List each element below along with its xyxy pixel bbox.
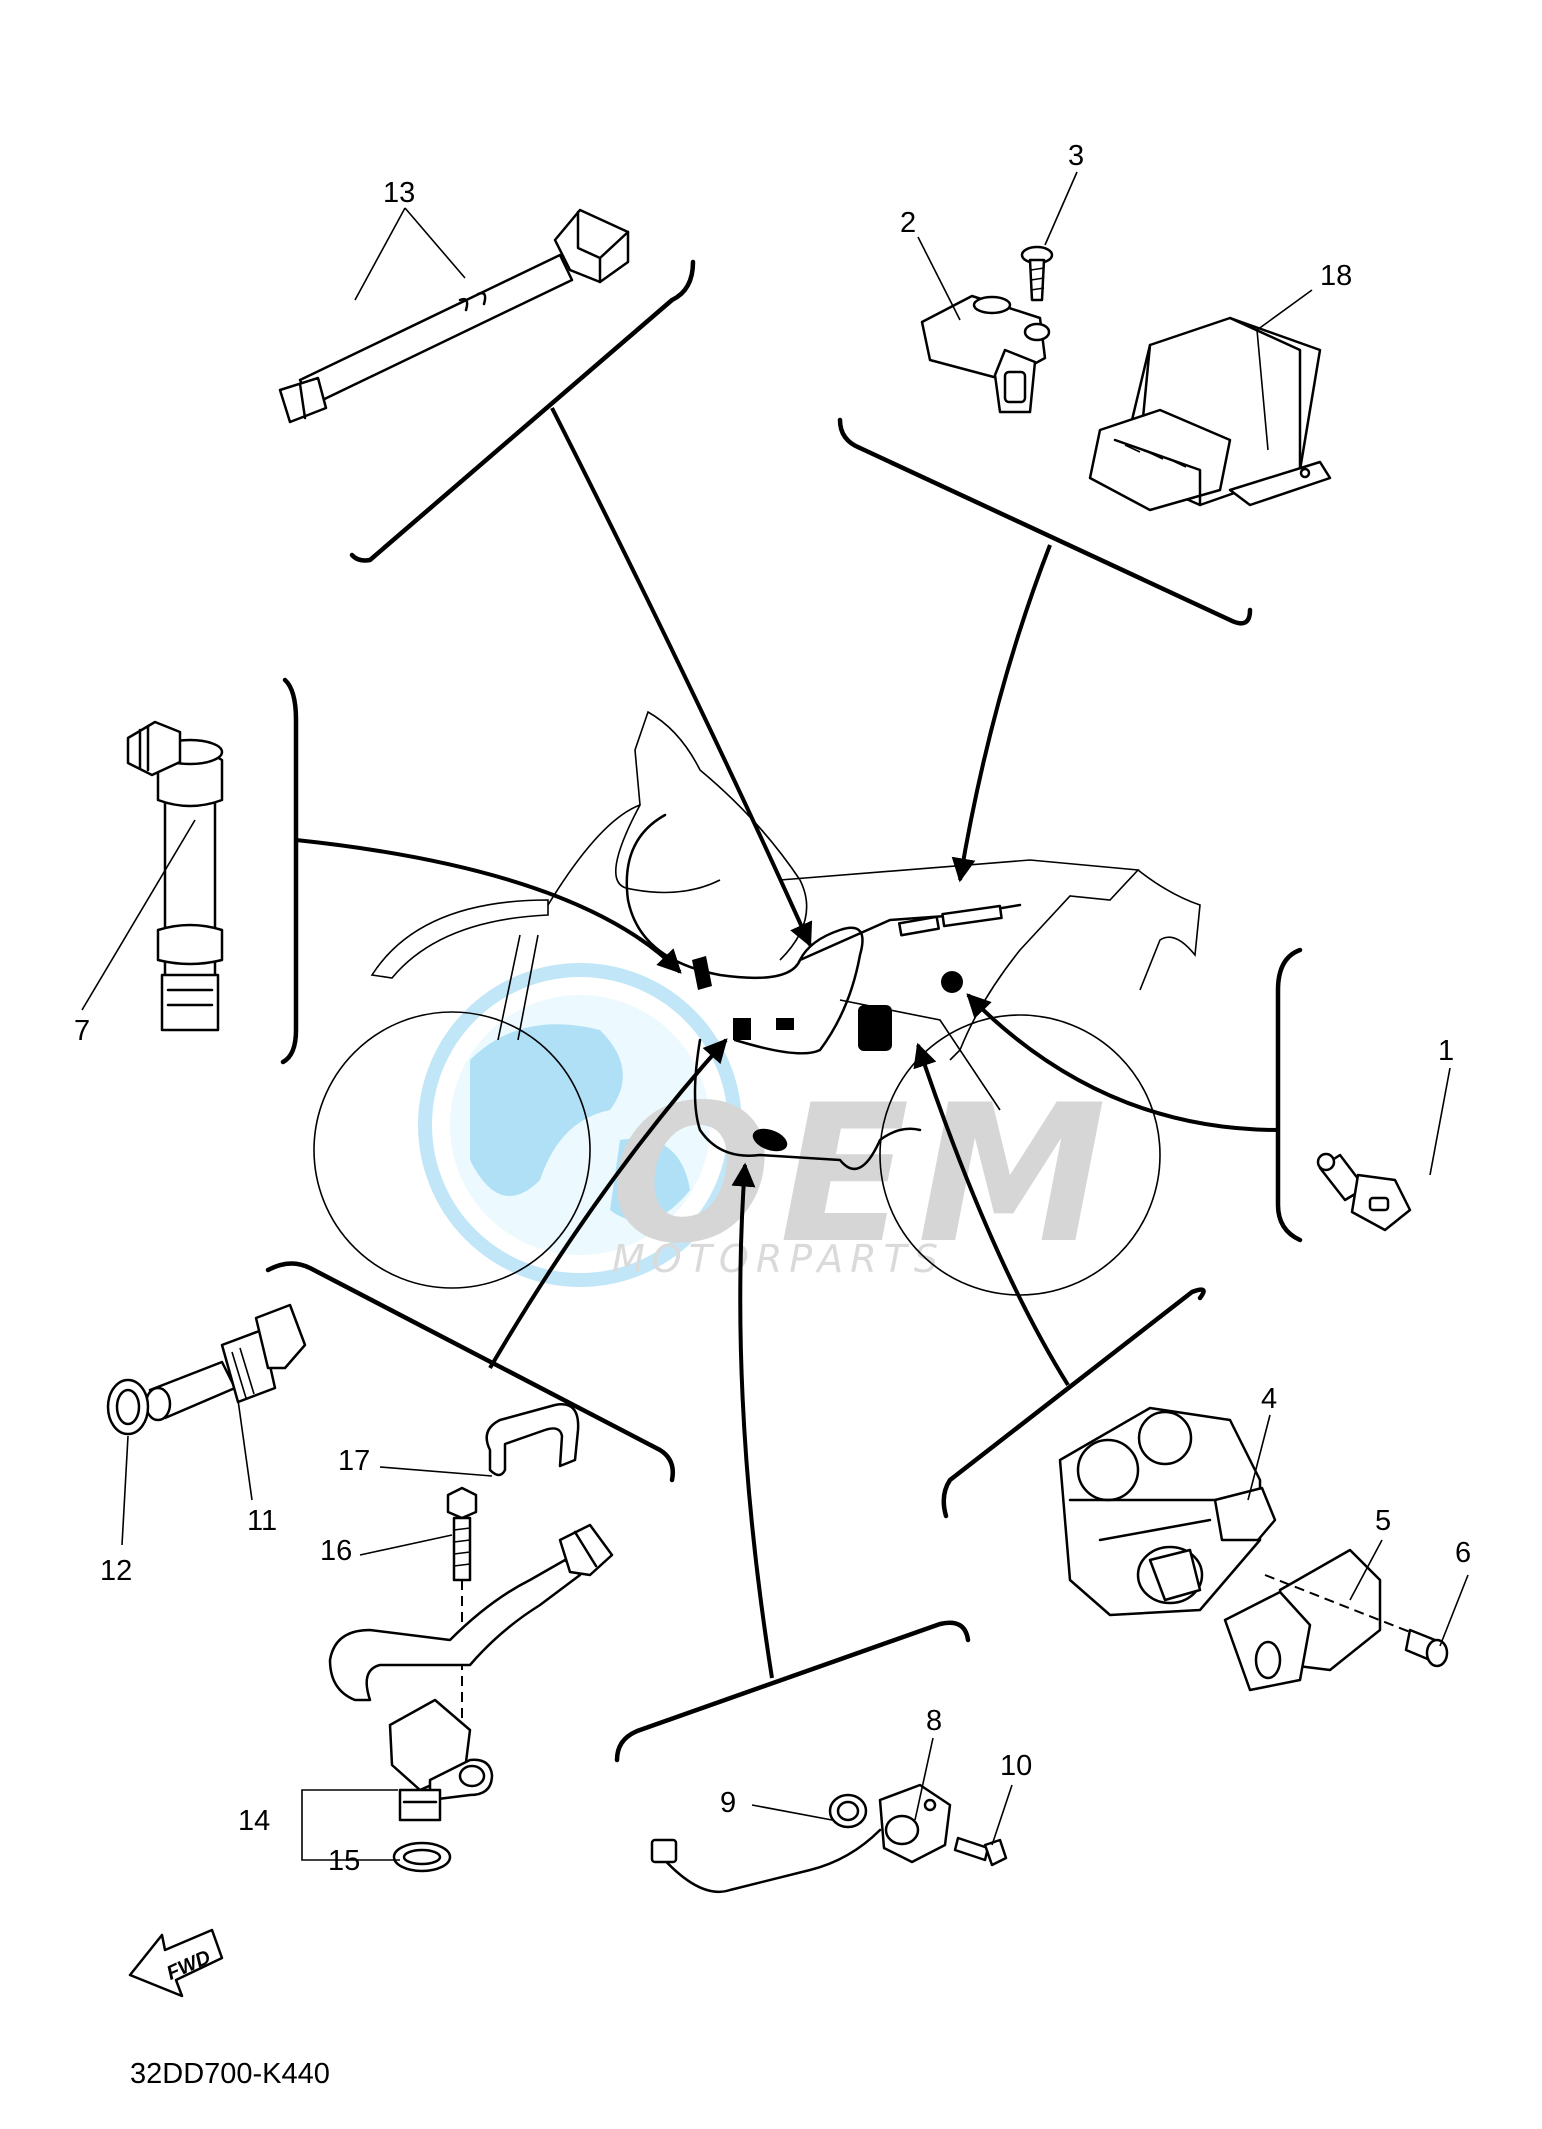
group-bracket-7	[280, 677, 299, 1065]
front-wheel	[313, 1011, 591, 1289]
label-14: 14	[238, 1805, 270, 1837]
label-1: 1	[1438, 1035, 1454, 1067]
label-2: 2	[900, 207, 916, 239]
fwd-arrow-icon: FWD	[128, 1928, 224, 1998]
globe-icon	[418, 963, 742, 1287]
part-1-sensor	[1316, 1152, 1412, 1232]
group-bracket-11-17	[265, 1261, 675, 1483]
label-8: 8	[926, 1705, 942, 1737]
label-16: 16	[320, 1535, 352, 1567]
leader-7	[295, 838, 682, 974]
label-12: 12	[100, 1555, 132, 1587]
label-6: 6	[1455, 1537, 1471, 1569]
leader-8	[731, 1162, 774, 1679]
label-10: 10	[1000, 1750, 1032, 1782]
part-13-lead	[278, 208, 630, 424]
label-7: 7	[74, 1015, 90, 1047]
part-17-clamp	[485, 1403, 580, 1477]
part-15-o-ring	[392, 1841, 452, 1873]
group-bracket-4-6	[941, 1287, 1206, 1519]
watermark-sub: MOTORPARTS	[612, 1237, 945, 1281]
leader-1	[966, 993, 1279, 1132]
part-8-sensor	[650, 1783, 952, 1894]
label-3: 3	[1068, 140, 1084, 172]
frame-outline	[547, 710, 1201, 1061]
label-17: 17	[338, 1445, 370, 1477]
tank-outline	[615, 804, 721, 894]
part-number-labels: 1 2 3 4 5 6 7 8 9 10 11 12 13 14 15 16 1…	[74, 140, 1471, 1877]
leader-11	[488, 1038, 728, 1370]
label-9: 9	[720, 1787, 736, 1819]
part-14-sensor	[328, 1523, 614, 1822]
part-11-sensor	[144, 1303, 307, 1422]
leader-2-18	[951, 544, 1052, 883]
label-4: 4	[1261, 1383, 1277, 1415]
label-5: 5	[1375, 1505, 1391, 1537]
part-5-throttle-sensor	[1223, 1548, 1411, 1692]
front-fender	[370, 899, 549, 979]
diagram-code: 32DD700-K440	[130, 2058, 330, 2090]
part-3-screw	[1020, 245, 1054, 302]
part-18-ecu	[1088, 316, 1332, 512]
callouts	[81, 171, 1469, 1861]
group-bracket-1	[1275, 947, 1303, 1243]
part-4-throttle-body	[1058, 1406, 1277, 1617]
label-18: 18	[1320, 260, 1352, 292]
part-10-bolt	[953, 1836, 1008, 1867]
fork-line	[497, 934, 539, 1041]
label-13: 13	[383, 177, 415, 209]
leader-4	[913, 1042, 1070, 1387]
leader-13	[550, 407, 813, 948]
rear-wheel	[879, 1014, 1161, 1296]
group-bracket-8-10	[614, 1620, 971, 1763]
group-bracket-2-18	[837, 417, 1253, 626]
part-6-screw	[1404, 1628, 1449, 1668]
part-2-sensor	[920, 294, 1051, 414]
group-bracket-13	[349, 259, 696, 563]
watermark-brand: OEM	[610, 1064, 1114, 1285]
label-11: 11	[247, 1505, 277, 1537]
main-wire-harness	[625, 813, 1022, 1171]
part-9-o-ring	[828, 1793, 868, 1829]
oem-watermark: OEM MOTORPARTS	[418, 963, 1114, 1287]
part-12-gasket	[106, 1378, 150, 1436]
part-7-ignition-coil	[126, 720, 224, 1032]
label-15: 15	[328, 1845, 360, 1877]
